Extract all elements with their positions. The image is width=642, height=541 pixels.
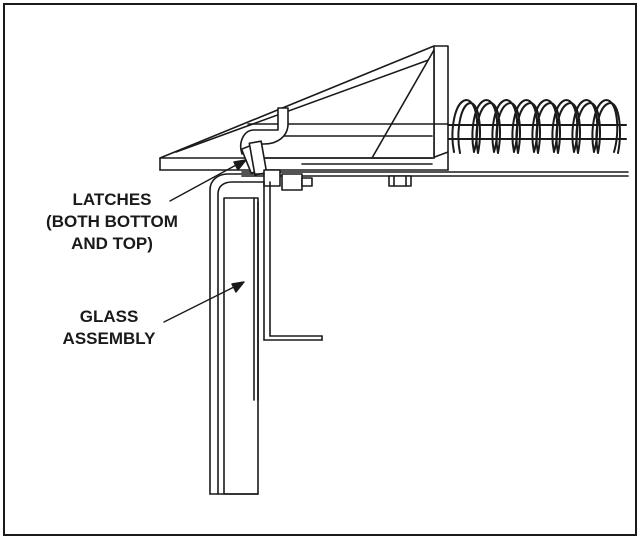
- glass-label-line-2: ASSEMBLY: [62, 329, 156, 348]
- top-rail: [159, 45, 449, 171]
- latches-label-line-2: (BOTH BOTTOM: [46, 212, 178, 231]
- door-mechanism-drawing: [159, 45, 629, 495]
- latches-label-line-1: LATCHES: [72, 190, 152, 209]
- coil-spring: [447, 99, 627, 154]
- glass-assembly-drawing: [209, 173, 323, 495]
- glass-assembly-callout: GLASS ASSEMBLY: [47, 306, 171, 350]
- diagram-frame: LATCHES (BOTH BOTTOM AND TOP) GLASS ASSE…: [3, 3, 637, 536]
- latches-callout: LATCHES (BOTH BOTTOM AND TOP): [27, 189, 197, 255]
- latches-label-line-3: AND TOP): [71, 234, 153, 253]
- ceiling-channel: [241, 171, 629, 187]
- leader-lines: [163, 159, 247, 323]
- glass-label-line-1: GLASS: [79, 307, 139, 326]
- latch-assembly: [239, 107, 313, 191]
